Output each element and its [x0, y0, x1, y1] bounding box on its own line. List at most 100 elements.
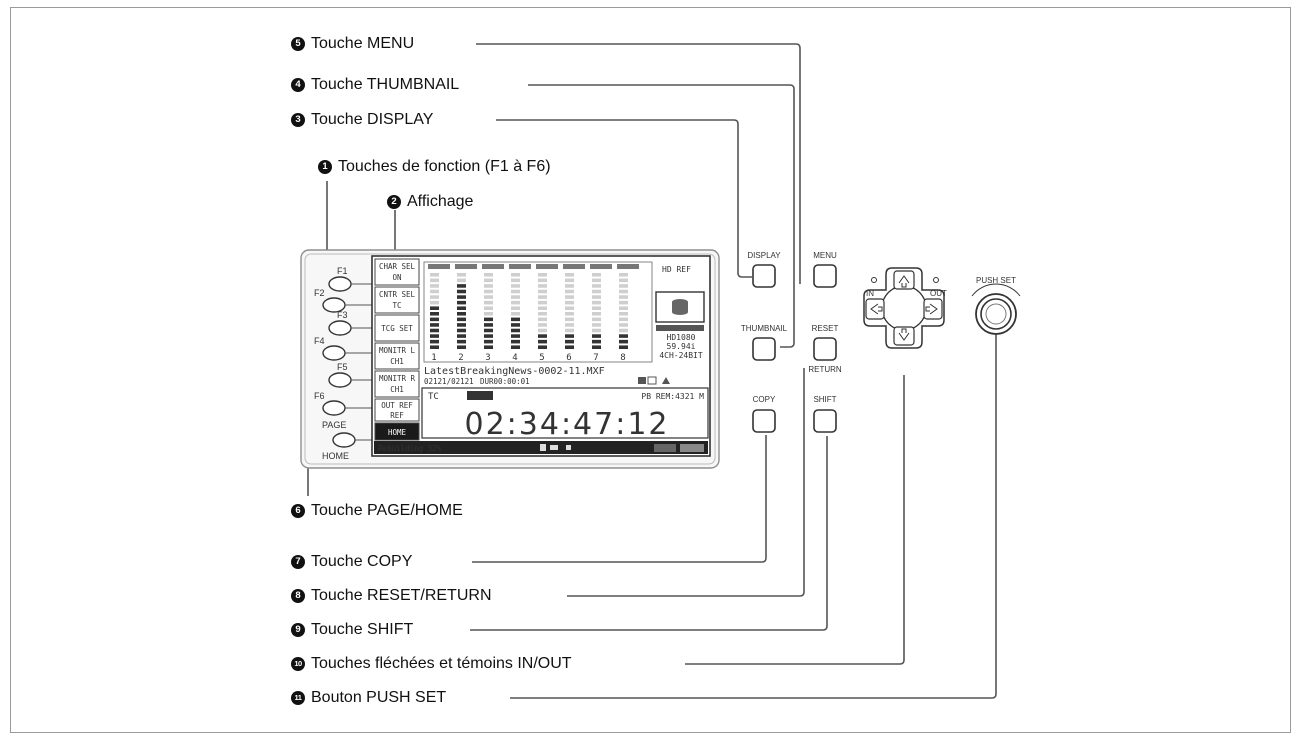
side-button-labels: DISPLAY MENU THUMBNAIL RESET RETURN COPY… [741, 251, 842, 404]
meter-segment [565, 334, 574, 338]
meter-segment [511, 345, 520, 349]
left-arrow-button[interactable] [865, 298, 885, 320]
meter-segment [484, 295, 493, 299]
meter-segment [592, 312, 601, 316]
f6-label: F6 [314, 391, 325, 401]
meter-segment [565, 339, 574, 344]
meter-segment [565, 273, 574, 277]
arrow-pad: IN OUT [863, 267, 947, 349]
callout-label: Touche PAGE/HOME [311, 502, 463, 519]
meter-segment [592, 306, 601, 310]
leader-menu [476, 43, 801, 284]
menu-cntr-sel-value: TC [392, 301, 401, 310]
meter-channel-label: 3 [485, 353, 490, 363]
format-rate: 59.94i [667, 342, 696, 351]
thumbnail-button[interactable] [752, 337, 776, 361]
meter-header [482, 264, 504, 269]
meter-segment [538, 289, 547, 294]
meter-segment [484, 317, 493, 322]
callout-affichage: 2 Affichage [387, 193, 473, 211]
leader-reset [567, 368, 805, 597]
leader-thumbnail [528, 84, 795, 348]
meter-segment [430, 295, 439, 299]
up-arrow-button[interactable] [893, 270, 915, 290]
menu-button[interactable] [813, 264, 837, 288]
format-audio: 4CH-24BIT [659, 351, 703, 360]
menu-monitor-l-value: CH1 [390, 357, 404, 366]
callout-reset-return: 8 Touche RESET/RETURN [291, 587, 492, 605]
ref-status: HD REF [662, 265, 691, 274]
f5-button[interactable] [328, 372, 352, 388]
meter-segment [619, 339, 628, 344]
meter-segment [619, 306, 628, 310]
leader-shift [470, 436, 828, 631]
meter-segment [484, 312, 493, 316]
callout-label: Touches de fonction (F1 à F6) [338, 158, 551, 175]
meter-segment [619, 289, 628, 294]
meter-segment [511, 312, 520, 316]
callout-number: 4 [291, 78, 305, 92]
clip-count: 02121/02121 [424, 377, 474, 386]
menu-monitor-l: MONITR L [379, 346, 416, 355]
meter-segment [457, 328, 466, 333]
out-label: OUT [930, 289, 947, 298]
meter-segment [430, 312, 439, 316]
menu-label: MENU [813, 251, 837, 260]
meter-segment [565, 300, 574, 305]
page-label: PAGE [322, 420, 346, 430]
meter-segment [511, 306, 520, 310]
callout-number: 2 [387, 195, 401, 209]
leader-pushset [510, 332, 997, 699]
thumbnail-label: THUMBNAIL [741, 324, 788, 333]
meter-segment [457, 295, 466, 299]
reset-button[interactable] [813, 337, 837, 361]
callout-number: 10 [291, 657, 305, 671]
meter-segment [592, 289, 601, 294]
callout-arrow-keys: 10 Touches fléchées et témoins IN/OUT [291, 655, 572, 673]
format-info: HD1080 59.94i 4CH-24BIT [659, 333, 703, 360]
shift-button[interactable] [813, 409, 837, 433]
lcd-menu-column [374, 258, 420, 441]
meter-segment [457, 273, 466, 277]
meter-segment [457, 312, 466, 316]
right-arrow-button[interactable] [923, 298, 943, 320]
meter-segment [538, 339, 547, 344]
display-button[interactable] [752, 264, 776, 288]
meter-segment [457, 317, 466, 322]
reset-label: RESET [812, 324, 839, 333]
meter-segment [538, 345, 547, 349]
leader-copy [472, 435, 767, 563]
lcd-info: HD REF HD1080 59.94i 4CH-24BIT [655, 265, 705, 360]
meter-header [536, 264, 558, 269]
copy-button[interactable] [752, 409, 776, 433]
meter-segment [484, 284, 493, 288]
meter-segment [457, 339, 466, 344]
meter-segment [430, 345, 439, 349]
function-key-labels: F1 F2 F3 F4 F5 F6 PAGE HOME [314, 266, 349, 461]
format-resolution: HD1080 [667, 333, 696, 342]
f3-button[interactable] [328, 320, 352, 336]
meter-channel-label: 8 [620, 353, 625, 363]
callout-number: 1 [318, 160, 332, 174]
clip-duration: DUR00:00:01 [480, 377, 530, 386]
meter-segment [619, 284, 628, 288]
meter-segment [511, 273, 520, 277]
meter-segment [619, 334, 628, 338]
meter-segment [430, 289, 439, 294]
meter-header [563, 264, 585, 269]
f6-button[interactable] [322, 400, 346, 416]
push-set-knob[interactable]: PUSH SET [971, 276, 1021, 335]
f1-button[interactable] [328, 276, 352, 292]
up-arrow-icon [898, 275, 910, 288]
page-home-button[interactable] [332, 432, 356, 448]
meter-segment [511, 317, 520, 322]
f4-button[interactable] [322, 345, 346, 361]
down-arrow-button[interactable] [893, 326, 915, 346]
meter-segment [565, 289, 574, 294]
callout-label: Touches fléchées et témoins IN/OUT [311, 655, 572, 672]
out-indicator [933, 277, 939, 283]
left-arrow-icon [870, 303, 883, 315]
meter-segment [619, 300, 628, 305]
return-label: RETURN [808, 365, 842, 374]
